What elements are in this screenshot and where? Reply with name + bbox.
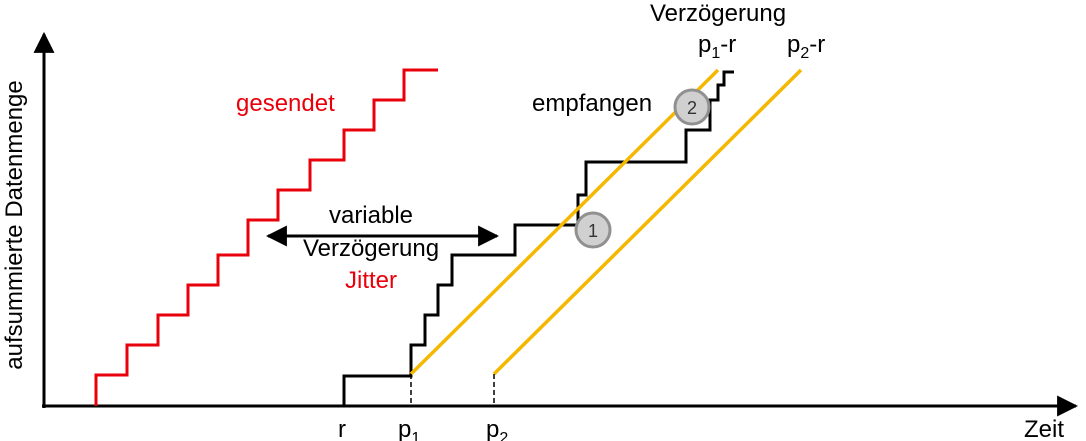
label-p2-r: p2-r — [787, 31, 825, 62]
tick-p2: p2 — [486, 416, 508, 441]
x-axis-label: Zeit — [1024, 416, 1064, 441]
label-delay-title: Verzögerung — [650, 0, 786, 27]
marker-2-circle — [673, 88, 711, 126]
playout-line-p2 — [492, 68, 803, 376]
label-p1-r: p1-r — [698, 31, 736, 62]
tick-r: r — [338, 416, 346, 441]
label-variable: variable — [329, 202, 413, 229]
label-jitter: Jitter — [345, 267, 397, 294]
tick-p1: p1 — [398, 416, 420, 441]
label-empfangen: empfangen — [532, 90, 652, 117]
label-variable-verzoegerung: Verzögerung — [303, 235, 439, 262]
marker-2-label: 2 — [687, 98, 697, 118]
label-gesendet: gesendet — [236, 90, 335, 117]
playout-line-p1 — [409, 68, 720, 376]
marker-1-circle — [574, 211, 612, 249]
y-axis-label: aufsummierte Datenmenge — [1, 80, 28, 369]
marker-1: 1 — [574, 211, 612, 249]
marker-1-label: 1 — [588, 221, 598, 241]
marker-2: 2 — [673, 88, 711, 126]
sent-staircase — [94, 68, 438, 406]
